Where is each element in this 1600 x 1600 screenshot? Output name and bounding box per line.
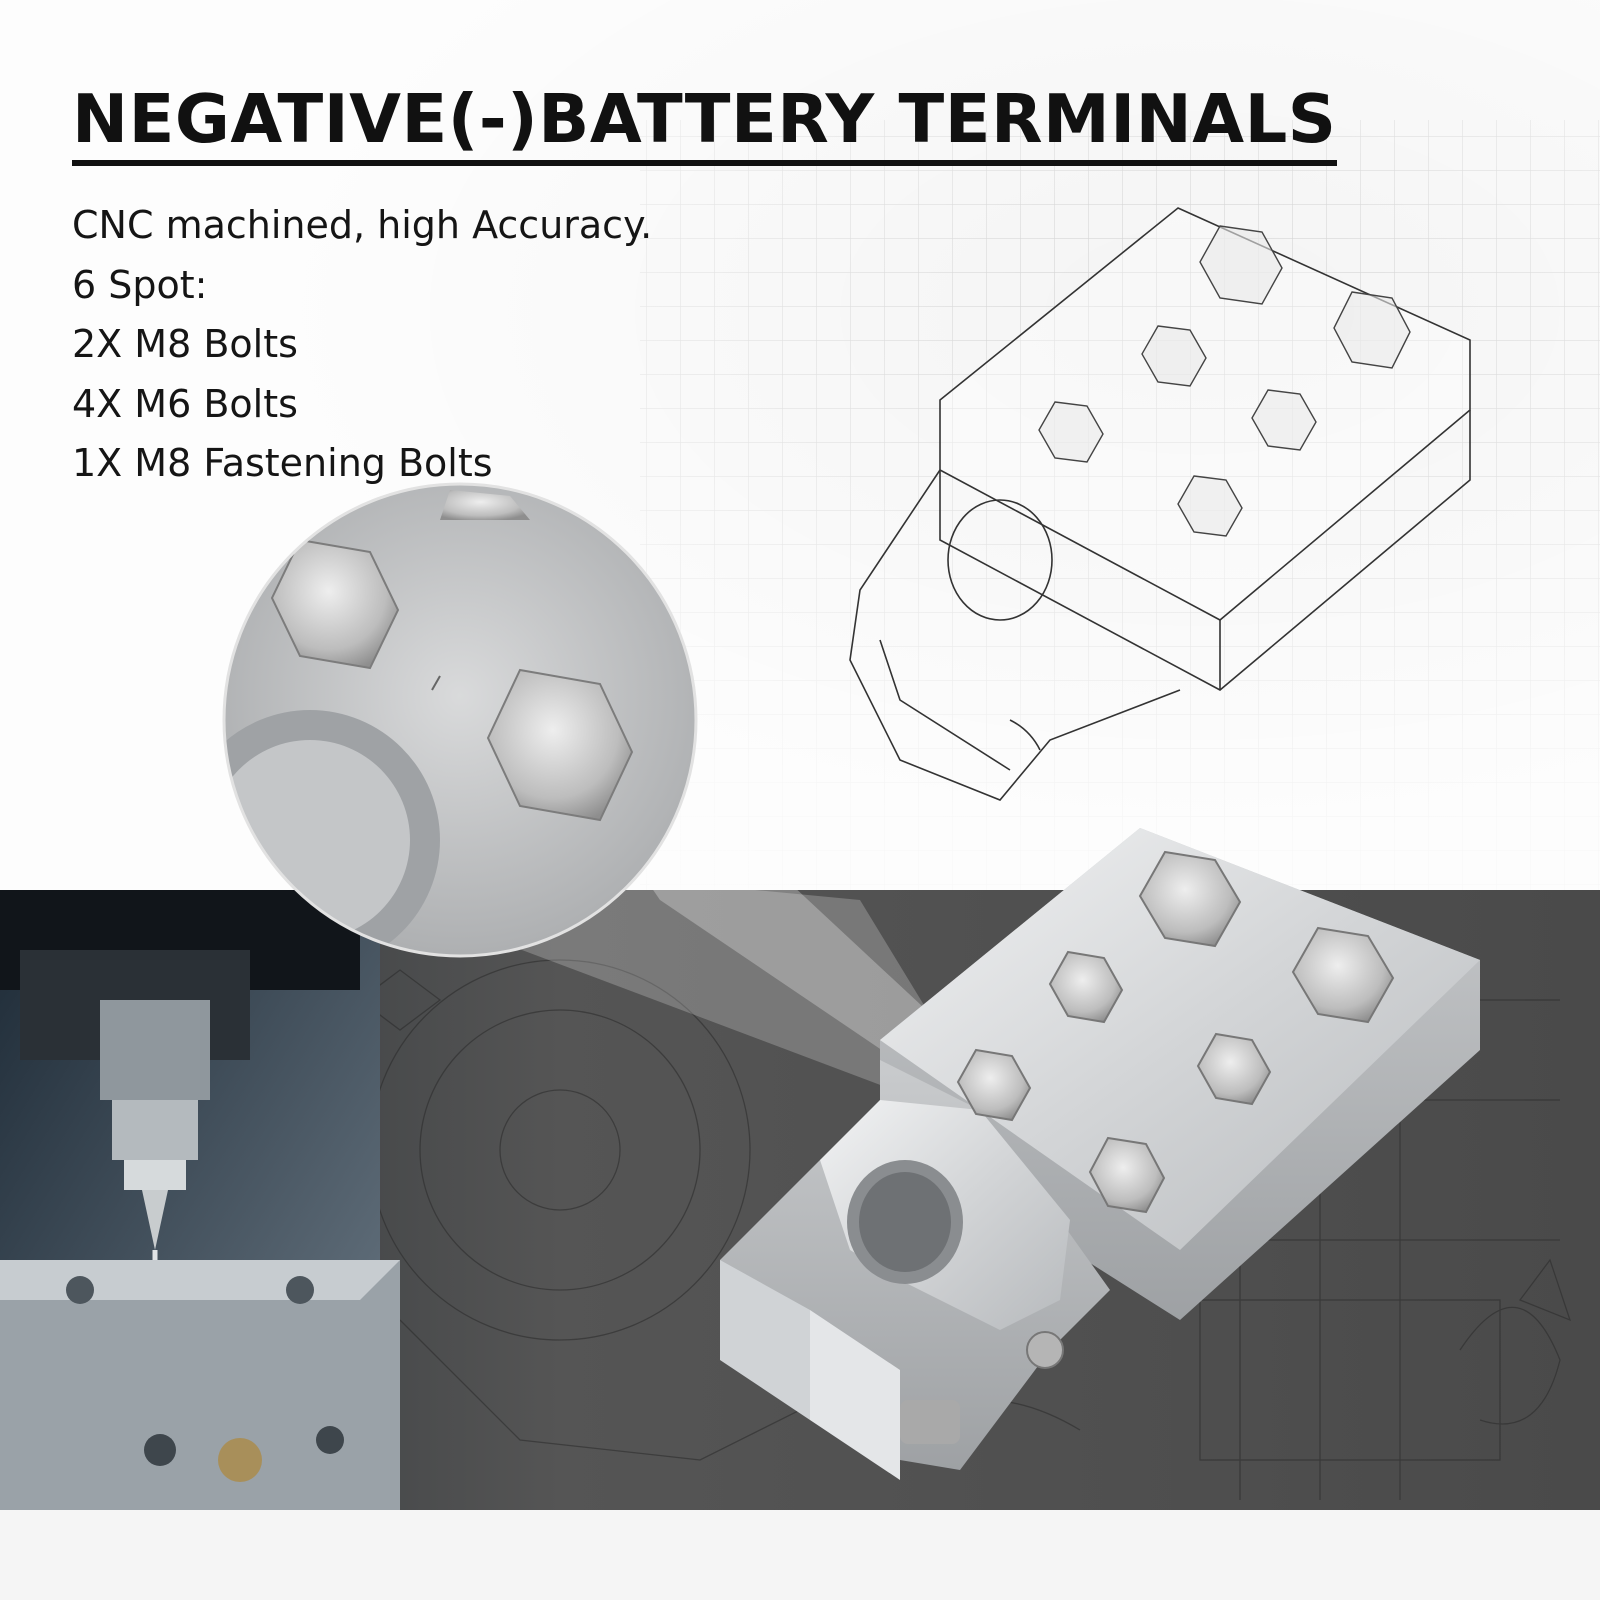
spec-item-fastening-bolts: 1X M8 Fastening Bolts [72, 441, 493, 485]
terminal-render [720, 828, 1480, 1480]
spec-item-spots: 6 Spot: [72, 262, 208, 307]
spec-item-cnc: CNC machined, high Accuracy. [72, 203, 653, 247]
spec-item-m8-bolts: 2X M8 Bolts [72, 322, 298, 366]
spec-item-m6-bolts: 4X M6 Bolts [72, 381, 298, 426]
spec-list: CNC machined, high Accuracy. 6 Spot: 2X … [72, 196, 652, 494]
page-title: NEGATIVE(-)BATTERY TERMINALS [72, 78, 1337, 166]
